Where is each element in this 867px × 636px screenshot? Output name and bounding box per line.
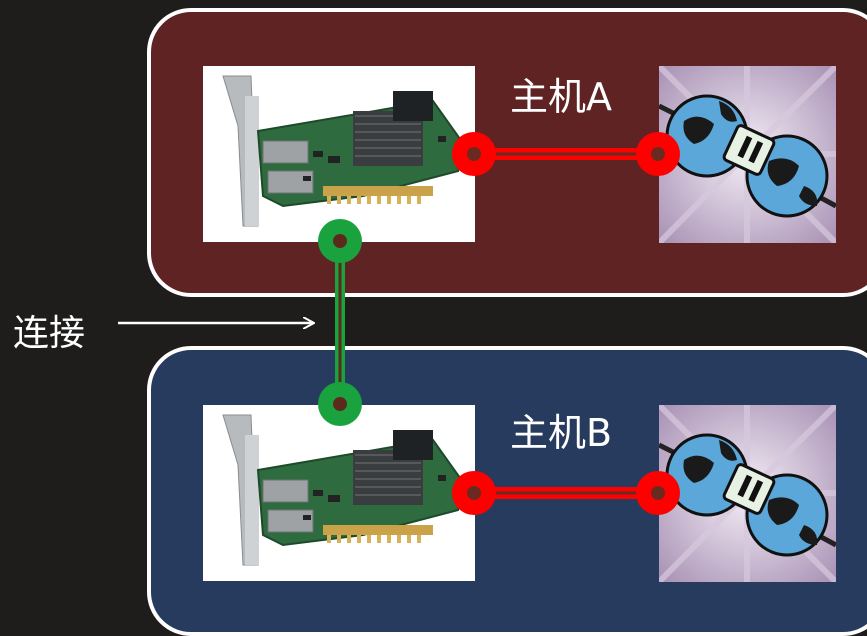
green-link-node-top: [318, 219, 362, 263]
red-link-node-a-left: [452, 132, 496, 176]
globe-plug-icon: [656, 402, 839, 585]
network-card-icon: [203, 405, 475, 581]
green-link-node-bottom: [318, 382, 362, 426]
red-link-node-b-left: [452, 471, 496, 515]
connection-label: 连接: [13, 313, 86, 354]
red-link-node-a-right: [636, 132, 680, 176]
host-a-label: 主机A: [510, 75, 612, 119]
globe-plug-icon: [656, 63, 839, 246]
network-card-icon: [203, 66, 475, 242]
red-link-node-b-right: [636, 471, 680, 515]
host-b-label: 主机B: [510, 411, 613, 455]
